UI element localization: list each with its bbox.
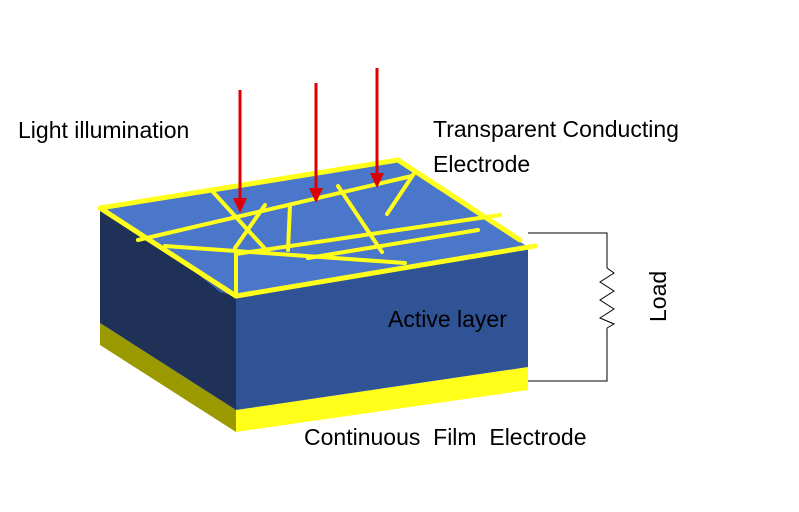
bottom-electrode-front-face: [236, 367, 528, 432]
circuit-wire-top: [528, 232, 608, 268]
nanowire: [286, 203, 292, 252]
active-layer-left-face: [100, 208, 236, 410]
outline-edge: [395, 157, 523, 243]
light-arrow-icon: [233, 90, 247, 213]
top-face: [100, 160, 528, 296]
nanowire: [211, 190, 270, 254]
outline-edge: [233, 243, 538, 299]
bottom-electrode-left-face: [100, 323, 236, 432]
outline-edge: [97, 205, 239, 299]
nanowire: [136, 174, 414, 242]
load-circuit: [528, 232, 616, 382]
light-arrow-icon: [309, 83, 323, 203]
nanowire-network: [136, 170, 502, 298]
active-layer-front-face: [236, 247, 528, 410]
label-tce-line2: Electrode: [433, 151, 530, 177]
label-continuous-film-electrode: Continuous Film Electrode: [304, 424, 587, 450]
nanowire: [306, 228, 480, 260]
light-arrow-icon: [370, 68, 384, 188]
label-active-layer: Active layer: [388, 306, 507, 332]
top-face-outline: [97, 157, 538, 299]
label-light-illumination: Light illumination: [18, 117, 189, 143]
nanowire: [336, 184, 384, 254]
label-tce-line1: Transparent Conducting: [433, 116, 679, 142]
light-arrows: [233, 68, 384, 213]
nanowire: [233, 203, 267, 250]
outline-edge: [97, 157, 401, 211]
nanowire: [385, 170, 417, 216]
label-load: Load: [645, 271, 671, 322]
nanowire: [163, 244, 407, 265]
circuit-wire-bottom: [528, 328, 608, 382]
resistor-icon: [598, 267, 616, 329]
